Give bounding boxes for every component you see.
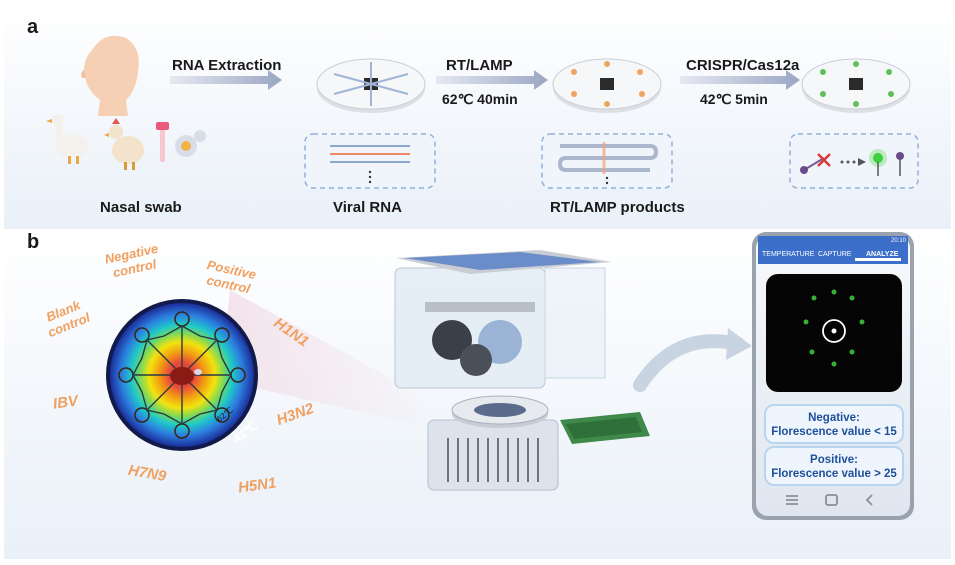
curved-arrow-head <box>726 328 752 360</box>
chicken-icon <box>104 118 144 170</box>
duck-icon <box>46 114 88 164</box>
result-negative: Negative: Florescence value < 15 <box>764 404 904 444</box>
viral-rna-box <box>304 133 436 189</box>
swab-tube-icon <box>156 122 206 162</box>
disc-chip-3 <box>801 58 911 113</box>
lamp-products-box <box>541 133 673 189</box>
label-ibv: IBV <box>51 392 80 413</box>
arrow-rt-lamp <box>436 70 548 90</box>
zoom-cone <box>220 290 440 430</box>
crispr-detection-box <box>789 133 919 189</box>
arrow-crispr <box>680 70 800 90</box>
result-positive: Positive: Florescence value > 25 <box>764 446 904 486</box>
label-rt-lamp-products: RT/LAMP products <box>550 199 685 216</box>
arrow-rna-extraction <box>170 70 282 90</box>
label-viral-rna: Viral RNA <box>333 199 402 216</box>
crispr-condition: 42℃ 5min <box>700 91 768 107</box>
heatmap-chip <box>106 299 258 451</box>
phone-nav-bar <box>786 494 873 506</box>
result-negative-detail: Florescence value < 15 <box>771 426 897 438</box>
result-positive-detail: Florescence value > 25 <box>771 468 897 480</box>
label-nasal-swab: Nasal swab <box>100 199 182 216</box>
curved-arrow <box>633 334 745 392</box>
step-rt-lamp: RT/LAMP <box>446 57 513 74</box>
result-positive-title: Positive: <box>810 454 858 466</box>
tab-capture[interactable]: CAPTURE <box>818 251 852 258</box>
result-negative-title: Negative: <box>808 412 860 424</box>
phone-status-time: 20:10 <box>891 238 907 244</box>
human-head-icon <box>81 35 139 116</box>
panel-a-background <box>4 4 951 229</box>
disc-chip-1 <box>316 58 426 113</box>
step-crispr-cas12a: CRISPR/Cas12a <box>686 57 800 74</box>
tab-temperature[interactable]: TEMPERATURE <box>762 251 815 258</box>
heater-base-device <box>427 395 650 491</box>
tab-analyze[interactable]: ANALYZE <box>866 251 899 258</box>
disc-chip-2 <box>552 58 662 113</box>
panel-label-b: b <box>27 231 40 253</box>
panel-label-a: a <box>27 16 39 38</box>
rt-lamp-condition: 62℃ 40min <box>442 91 518 107</box>
step-rna-extraction: RNA Extraction <box>172 57 282 74</box>
active-tab-indicator <box>855 258 901 261</box>
reader-device <box>394 250 612 389</box>
